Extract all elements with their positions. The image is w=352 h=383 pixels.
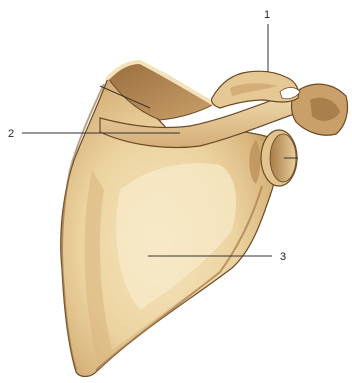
label-1: 1 (264, 9, 270, 21)
label-2: 2 (8, 128, 14, 140)
label-3: 3 (280, 251, 286, 263)
